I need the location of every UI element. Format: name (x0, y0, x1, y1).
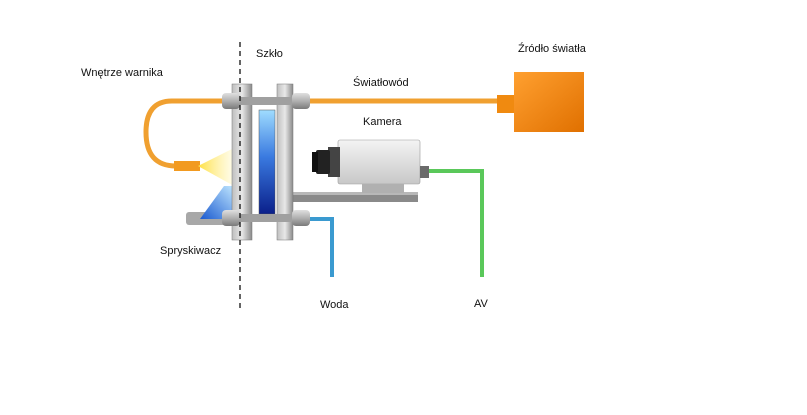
camera (312, 139, 429, 193)
flange-right (276, 83, 294, 241)
label-light-source: Źródło światła (518, 43, 586, 55)
flange-bolts (222, 93, 310, 226)
fiber-optic (143, 98, 503, 171)
light-beam (198, 148, 234, 186)
label-av: AV (474, 298, 488, 310)
camera-rail (292, 192, 418, 202)
glass-pane (258, 109, 276, 215)
label-fiber: Światłowód (353, 77, 409, 89)
label-water: Woda (320, 299, 349, 311)
label-glass: Szkło (256, 48, 283, 60)
light-source (497, 72, 584, 132)
water-pipe (300, 217, 334, 277)
label-camera: Kamera (363, 116, 402, 128)
av-cable (425, 169, 484, 277)
label-interior: Wnętrze warnika (81, 67, 163, 79)
label-sprayer: Spryskiwacz (160, 245, 222, 257)
flange-left (231, 83, 253, 241)
